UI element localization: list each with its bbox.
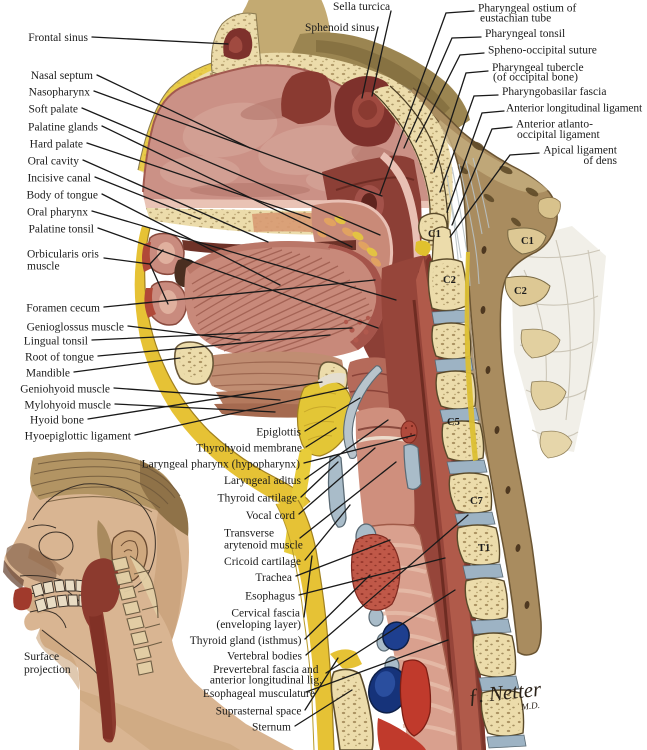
svg-text:Apical ligament: Apical ligament: [543, 145, 618, 157]
svg-text:C1: C1: [521, 236, 534, 247]
svg-text:Mylohyoid muscle: Mylohyoid muscle: [24, 400, 111, 412]
svg-text:Transverse: Transverse: [224, 528, 274, 540]
svg-text:Incisive canal: Incisive canal: [27, 173, 91, 185]
svg-text:Palatine glands: Palatine glands: [28, 122, 98, 134]
svg-text:anterior longitudinal lig.: anterior longitudinal lig.: [210, 675, 322, 687]
svg-text:occipital ligament: occipital ligament: [517, 129, 601, 141]
svg-text:C1: C1: [428, 229, 441, 240]
svg-text:(of occipital bone): (of occipital bone): [493, 72, 578, 84]
svg-text:Nasopharynx: Nasopharynx: [29, 87, 91, 99]
svg-text:Nasal septum: Nasal septum: [31, 70, 93, 82]
svg-text:Sella turcica: Sella turcica: [333, 1, 390, 13]
svg-text:C7: C7: [470, 496, 483, 507]
svg-text:Hard palate: Hard palate: [30, 139, 83, 151]
svg-text:arytenoid muscle: arytenoid muscle: [224, 540, 303, 552]
svg-text:Mandible: Mandible: [26, 368, 70, 380]
svg-text:C5: C5: [447, 417, 460, 428]
svg-text:Surface: Surface: [24, 651, 59, 663]
svg-text:M.D.: M.D.: [520, 700, 540, 712]
svg-text:Cervical fascia: Cervical fascia: [231, 608, 300, 620]
svg-text:Pharyngeal ostium of: Pharyngeal ostium of: [478, 3, 577, 15]
svg-text:Esophageal musculature: Esophageal musculature: [203, 688, 315, 700]
svg-text:Body of tongue: Body of tongue: [26, 190, 98, 202]
svg-text:Cricoid cartilage: Cricoid cartilage: [224, 556, 301, 568]
svg-text:Orbicularis oris: Orbicularis oris: [27, 249, 99, 261]
svg-text:of dens: of dens: [583, 155, 617, 167]
svg-text:Thyroid gland (isthmus): Thyroid gland (isthmus): [190, 635, 302, 647]
svg-text:Foramen cecum: Foramen cecum: [26, 303, 100, 315]
svg-text:Root of tongue: Root of tongue: [25, 352, 94, 364]
svg-text:Geniohyoid muscle: Geniohyoid muscle: [20, 384, 110, 396]
svg-text:Oral cavity: Oral cavity: [28, 156, 80, 168]
svg-text:Epiglottis: Epiglottis: [256, 427, 301, 439]
svg-text:Oral pharynx: Oral pharynx: [27, 207, 88, 219]
svg-text:Pharyngobasilar fascia: Pharyngobasilar fascia: [502, 86, 606, 98]
svg-text:Vocal cord: Vocal cord: [246, 510, 296, 522]
svg-text:Frontal sinus: Frontal sinus: [28, 32, 88, 44]
svg-text:projection: projection: [24, 664, 71, 676]
svg-text:Suprasternal space: Suprasternal space: [216, 706, 302, 718]
svg-text:Trachea: Trachea: [255, 572, 292, 584]
svg-text:Palatine tonsil: Palatine tonsil: [29, 224, 94, 236]
svg-text:C2: C2: [514, 286, 527, 297]
svg-text:Hyoid bone: Hyoid bone: [30, 415, 84, 427]
svg-text:Hyoepiglottic ligament: Hyoepiglottic ligament: [25, 431, 132, 443]
svg-text:Pharyngeal tonsil: Pharyngeal tonsil: [485, 28, 565, 40]
svg-text:Lingual tonsil: Lingual tonsil: [24, 336, 88, 348]
svg-text:Thyrohyoid membrane: Thyrohyoid membrane: [196, 443, 302, 455]
svg-text:Thyroid cartilage: Thyroid cartilage: [217, 493, 297, 505]
svg-text:Pharyngeal tubercle: Pharyngeal tubercle: [492, 62, 584, 74]
svg-text:Laryngeal pharynx (hypopharynx: Laryngeal pharynx (hypopharynx): [142, 459, 301, 471]
svg-text:T1: T1: [478, 543, 490, 554]
svg-text:Genioglossus muscle: Genioglossus muscle: [27, 322, 124, 334]
svg-text:C2: C2: [443, 275, 456, 286]
svg-text:muscle: muscle: [27, 261, 60, 273]
svg-text:Prevertebral fascia and: Prevertebral fascia and: [213, 664, 319, 676]
svg-text:Anterior atlanto-: Anterior atlanto-: [516, 119, 593, 131]
svg-text:(enveloping layer): (enveloping layer): [216, 619, 301, 631]
svg-text:Sphenoid sinus: Sphenoid sinus: [305, 22, 375, 34]
svg-text:Sternum: Sternum: [252, 722, 291, 734]
svg-text:Spheno-occipital suture: Spheno-occipital suture: [488, 45, 597, 57]
svg-text:Laryngeal aditus: Laryngeal aditus: [224, 475, 301, 487]
svg-text:Soft palate: Soft palate: [29, 104, 79, 116]
svg-text:eustachian tube: eustachian tube: [480, 13, 551, 25]
svg-text:Vertebral bodies: Vertebral bodies: [227, 651, 303, 663]
svg-text:Esophagus: Esophagus: [245, 591, 295, 603]
svg-text:Anterior longitudinal ligament: Anterior longitudinal ligament: [506, 103, 643, 115]
